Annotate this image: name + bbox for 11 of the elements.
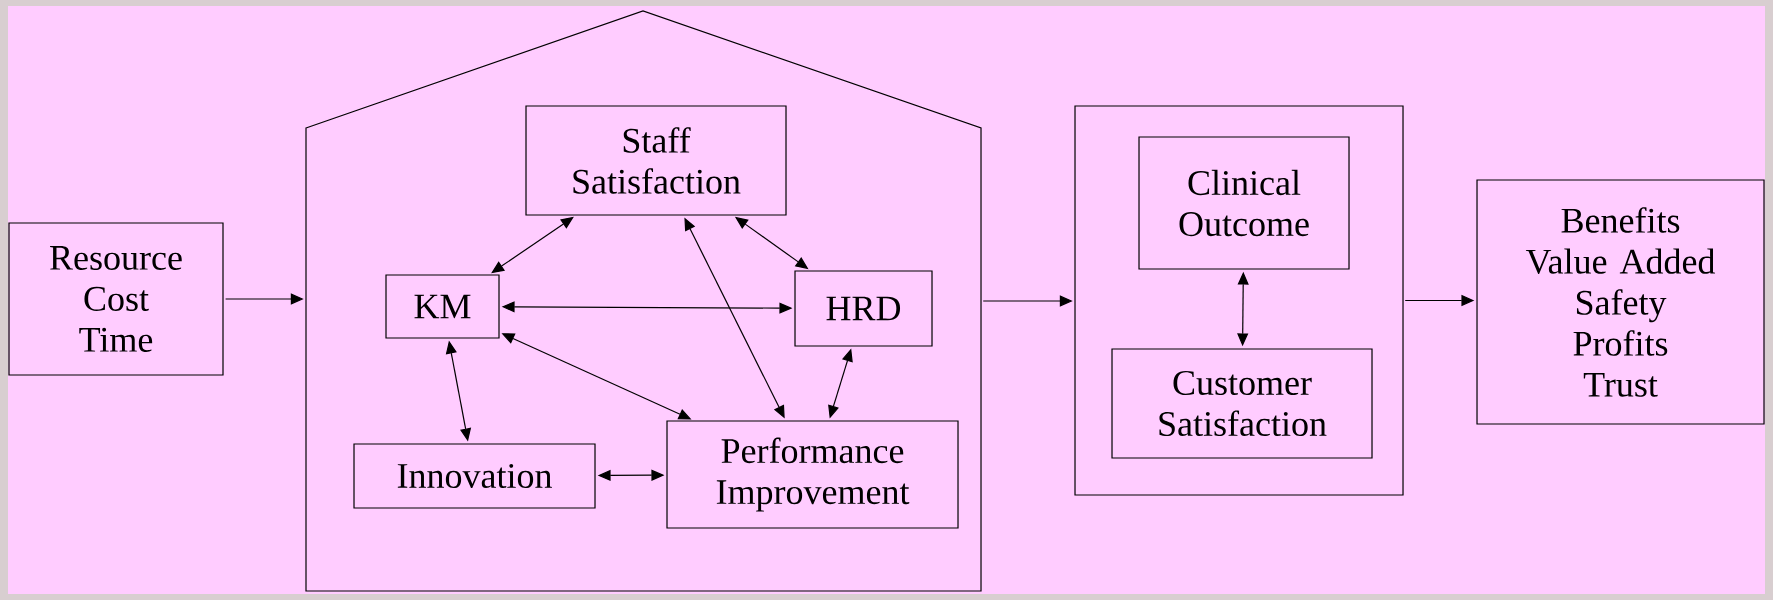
factor-box: Innovation <box>353 443 596 509</box>
factor-box: HRD <box>794 270 933 347</box>
group-box <box>1074 105 1404 496</box>
house-outline <box>305 10 982 592</box>
input-box: Resource Cost Time <box>8 222 224 376</box>
outcome-box: Clinical Outcome <box>1138 136 1350 270</box>
factor-box: Staff Satisfaction <box>525 105 787 216</box>
outcome-box: Customer Satisfaction <box>1111 348 1373 459</box>
factor-box: Performance Improvement <box>666 420 959 529</box>
result-box: Benefits Value Added Safety Profits Trust <box>1476 179 1765 425</box>
factor-box: KM <box>385 274 500 339</box>
